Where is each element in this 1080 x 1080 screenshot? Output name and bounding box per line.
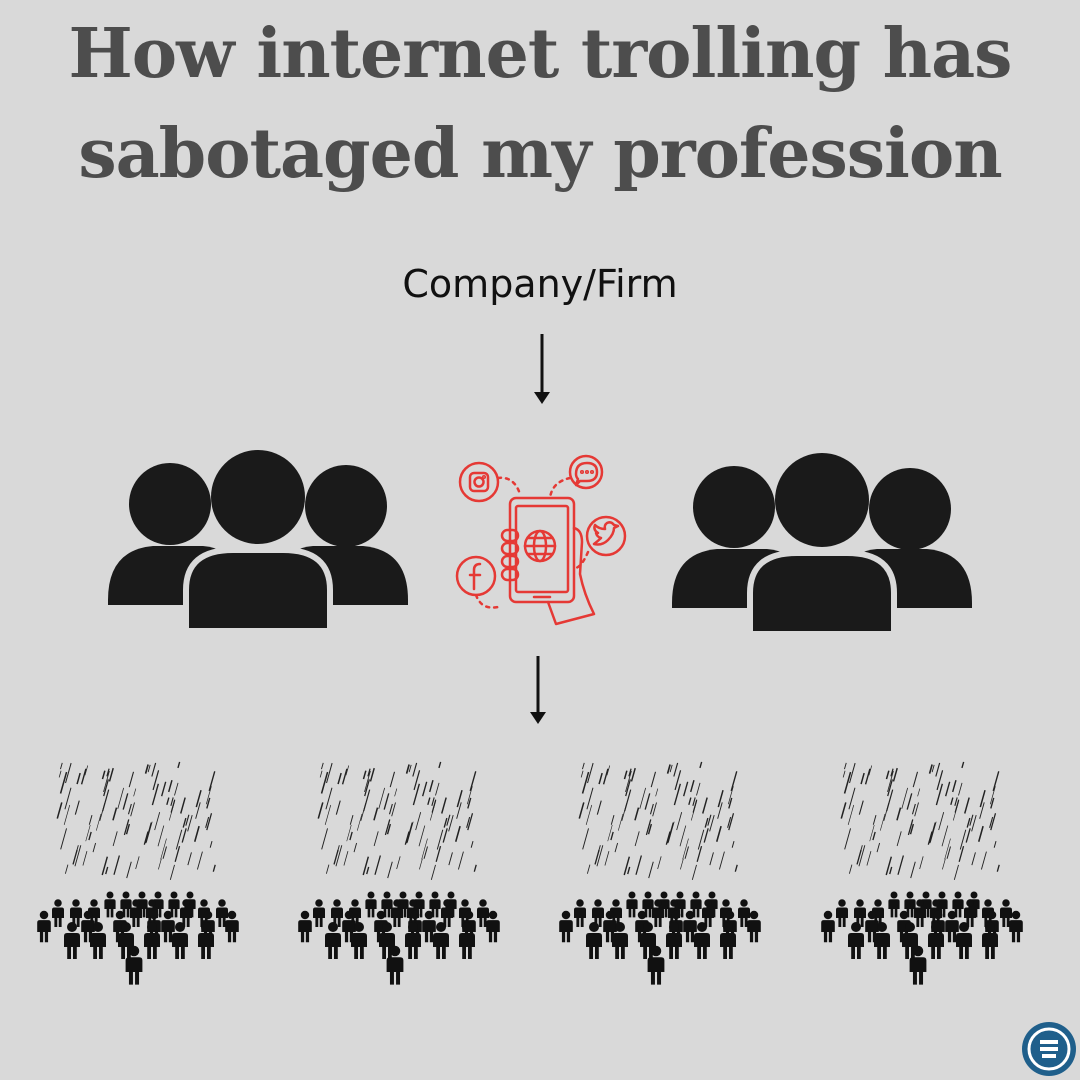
circular-logo-icon: [1022, 1022, 1076, 1076]
title-line-2: sabotaged my profession: [78, 114, 1002, 194]
title-line-1: How internet trolling has: [68, 14, 1013, 94]
crowd-in-rain-icon: [298, 761, 500, 985]
company-label: Company/Firm: [402, 262, 678, 306]
crowd-in-rain-icon: [37, 761, 239, 985]
crowd-in-rain-icon: [559, 761, 761, 985]
down-arrow-2: [530, 656, 546, 724]
group-right-icon: [672, 453, 972, 631]
group-left-icon: [108, 450, 408, 628]
crowd-in-rain-icon: [821, 761, 1023, 985]
down-arrow-1: [534, 334, 550, 404]
phone-social-media-icon: [455, 454, 627, 626]
page-title: How internet trolling has sabotaged my p…: [0, 4, 1080, 204]
